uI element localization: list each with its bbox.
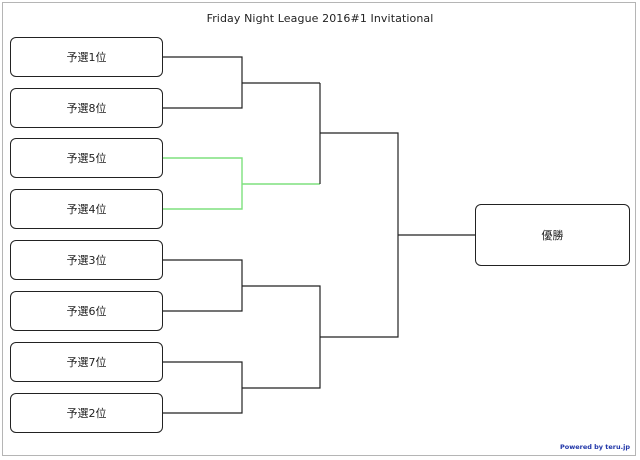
seed-box-1: 予選1位: [10, 37, 163, 77]
semifinal-line-bottom: [242, 285, 321, 389]
seed-box-5: 予選5位: [10, 138, 163, 178]
seed-box-8: 予選8位: [10, 88, 163, 128]
powered-by-link[interactable]: Powered by teru.jp: [559, 443, 630, 451]
match-line-5-4: [163, 157, 243, 210]
winner-box: 優勝: [475, 204, 630, 266]
tournament-title: Friday Night League 2016#1 Invitational: [206, 12, 434, 25]
final-line: [320, 132, 399, 338]
seed-box-7: 予選7位: [10, 342, 163, 382]
seed-box-6: 予選6位: [10, 291, 163, 331]
seed-box-4: 予選4位: [10, 189, 163, 229]
match-line-3-6: [163, 259, 243, 312]
match-line-1-8: [163, 56, 243, 109]
match-line-7-2: [163, 361, 243, 414]
seed-box-3: 予選3位: [10, 240, 163, 280]
seed-box-2: 予選2位: [10, 393, 163, 433]
